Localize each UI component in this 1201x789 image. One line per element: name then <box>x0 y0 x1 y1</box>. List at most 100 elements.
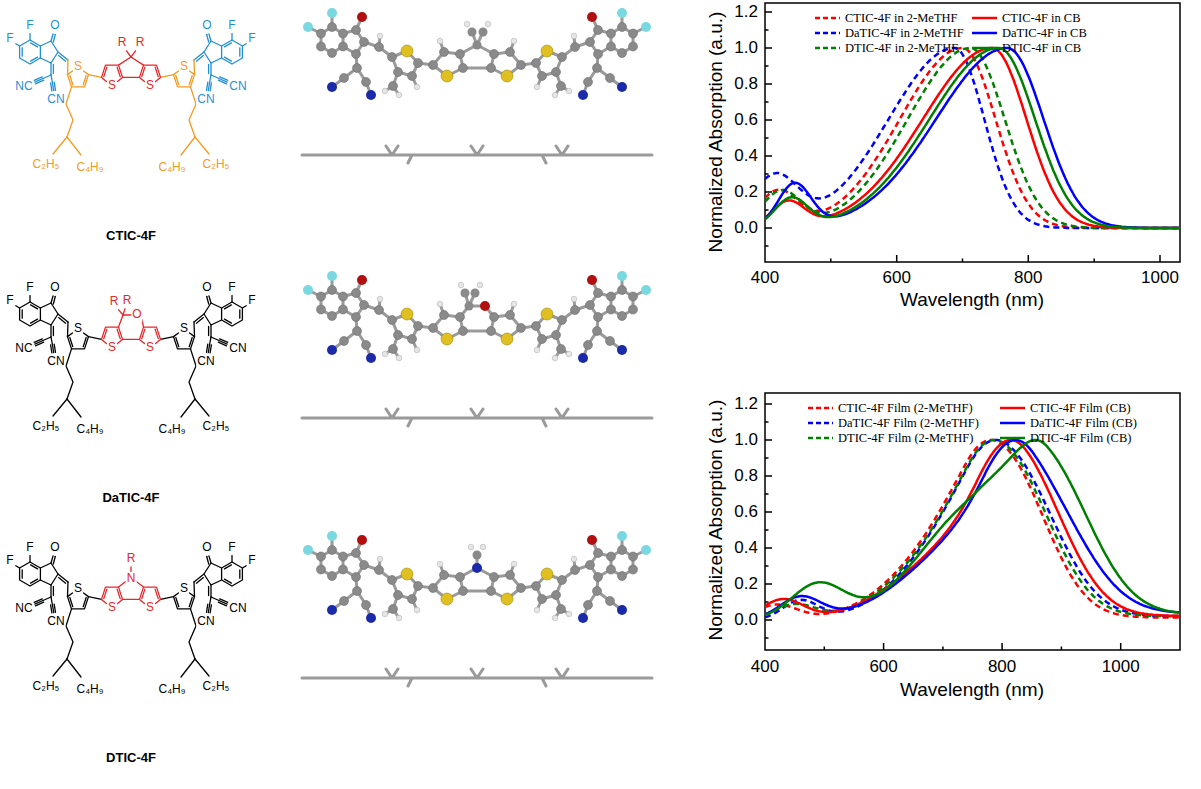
atom-label: C₂H₅ <box>32 420 61 434</box>
tick-label: 1.2 <box>734 394 758 414</box>
atom-label: O <box>201 19 212 33</box>
atom-label: F <box>25 541 34 555</box>
legend-text: CTIC-4F in 2-MeTHF <box>845 11 958 25</box>
spectrum-curve <box>765 48 1180 228</box>
axis-title: Normalized Absorption (a.u.) <box>705 12 727 253</box>
atom-label: S <box>145 341 155 355</box>
ctic-structure <box>16 34 246 156</box>
atom-label: CN <box>46 355 65 369</box>
tick-label: 600 <box>883 268 911 288</box>
atom-label: NC <box>14 602 33 616</box>
atom-label: F <box>227 281 236 295</box>
spectra-film <box>765 440 1180 618</box>
legend-sample <box>1000 407 1025 410</box>
atom-label: CN <box>196 93 215 107</box>
tick-label: 0.4 <box>734 146 758 166</box>
atom-label: S <box>145 601 155 615</box>
atom-label: C₄H₉ <box>76 683 105 697</box>
spectrum-curve <box>765 48 1180 228</box>
atom-label: O <box>49 19 60 33</box>
spectra-solution <box>765 48 1180 228</box>
atom-label: R <box>117 36 128 50</box>
atom-label: C₂H₅ <box>32 680 61 694</box>
tick-label: 600 <box>869 657 897 677</box>
tick-label: 1000 <box>1102 657 1140 677</box>
atom-label: CN <box>228 80 247 94</box>
atom-label: R <box>126 552 137 566</box>
atom-label: C₄H₉ <box>158 683 187 697</box>
atom-label: F <box>247 554 256 568</box>
dtic-3d-model <box>302 531 652 686</box>
atom-label: CN <box>196 615 215 629</box>
tick-label: 400 <box>751 268 779 288</box>
atom-label: S <box>145 79 155 93</box>
atom-label: NC <box>14 80 33 94</box>
molecule-name: CTIC-4F <box>106 229 156 244</box>
legend-text: DTIC-4F Film (CB) <box>1030 431 1131 445</box>
atom-label: NC <box>14 342 33 356</box>
axis-title: Normalized Absorption (a.u.) <box>705 400 727 641</box>
datic-3d-model <box>302 271 652 426</box>
atom-label: S <box>179 322 189 336</box>
tick-label: 0.6 <box>734 110 758 130</box>
atom-label: CN <box>228 342 247 356</box>
tick-label: 800 <box>988 657 1016 677</box>
tick-label: 1.0 <box>734 430 758 450</box>
legend-samples <box>808 18 1025 438</box>
legend-text: DaTIC-4F in 2-MeTHF <box>845 26 964 40</box>
tick-label: 0.2 <box>734 574 758 594</box>
atom-label: O <box>49 281 60 295</box>
legend-text: DTIC-4F Film (2-MeTHF) <box>838 431 973 445</box>
spectrum-curve <box>765 48 1180 228</box>
atom-label: F <box>5 554 14 568</box>
molecule-name: DaTIC-4F <box>102 491 159 506</box>
legend-text: DaTIC-4F in CB <box>1002 26 1087 40</box>
atom-label: R <box>135 36 146 50</box>
legend-sample <box>815 17 840 20</box>
legend-text: CTIC-4F Film (2-MeTHF) <box>838 401 973 415</box>
chart-frame-top <box>765 3 1180 262</box>
tick-label: 1000 <box>1141 268 1179 288</box>
legend-sample <box>972 32 997 35</box>
atom-label: O <box>201 541 212 555</box>
legend-sample <box>808 437 833 440</box>
legend-sample <box>1000 437 1025 440</box>
tick-label: 400 <box>751 657 779 677</box>
tick-label: 1.0 <box>734 38 758 58</box>
atom-label: C₂H₅ <box>202 420 231 434</box>
atom-label: R <box>122 294 133 308</box>
legend-text: DTIC-4F in 2-MeTHF <box>845 41 958 55</box>
atom-label: S <box>107 79 117 93</box>
atom-label: S <box>107 341 117 355</box>
atom-label: C₂H₅ <box>202 158 231 172</box>
atom-label: S <box>179 60 189 74</box>
legend-sample <box>815 32 840 35</box>
chart-frame-bottom <box>765 393 1180 650</box>
datic-structure <box>16 296 246 418</box>
atom-label: O <box>131 308 142 322</box>
atom-label: S <box>73 60 83 74</box>
atom-label: F <box>227 541 236 555</box>
atom-label: O <box>201 281 212 295</box>
atom-label: S <box>73 582 83 596</box>
atom-label: F <box>5 294 14 308</box>
legend-text: DaTIC-4F Film (2-MeTHF) <box>838 416 979 430</box>
tick-label: 0.8 <box>734 74 758 94</box>
legend-sample <box>972 17 997 20</box>
atom-label: N <box>126 572 137 586</box>
legend-text: CTIC-4F Film (CB) <box>1030 401 1131 415</box>
tick-label: 0.6 <box>734 502 758 522</box>
atom-label: F <box>25 19 34 33</box>
atom-label: C₂H₅ <box>32 158 61 172</box>
atom-label: S <box>179 582 189 596</box>
atom-label: F <box>5 32 14 46</box>
atom-label: CN <box>46 615 65 629</box>
atom-label: F <box>25 281 34 295</box>
spectrum-curve <box>765 440 1180 616</box>
atom-label: S <box>107 601 117 615</box>
spectrum-curve <box>765 48 1180 228</box>
tick-label: 0.8 <box>734 466 758 486</box>
atom-label: O <box>49 541 60 555</box>
spectrum-curve <box>765 440 1180 615</box>
